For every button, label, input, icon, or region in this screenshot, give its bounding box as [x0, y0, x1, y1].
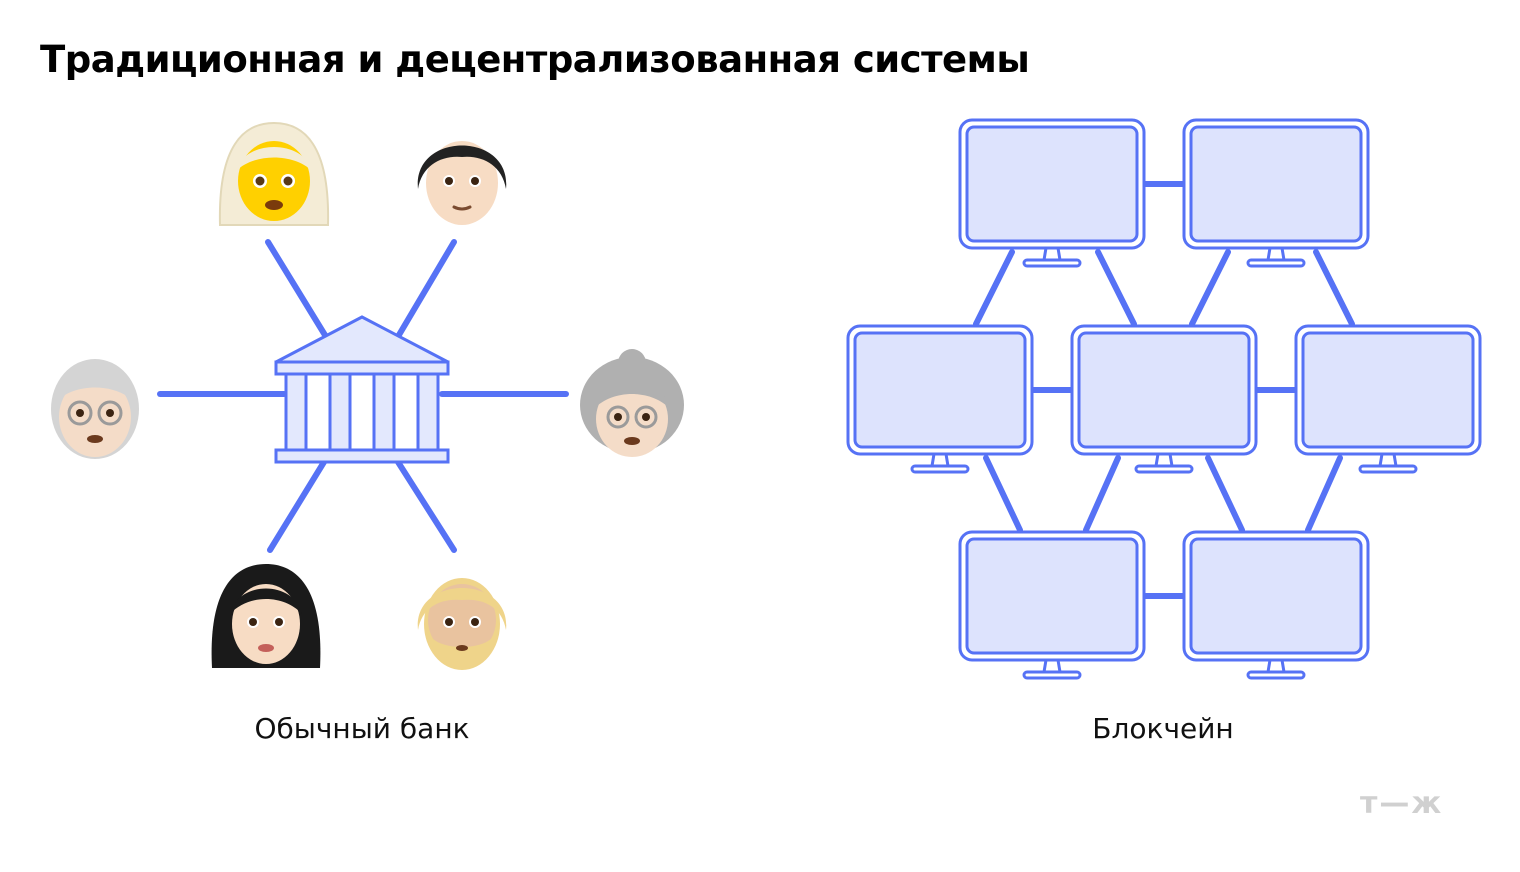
- bank-icon: [274, 315, 450, 464]
- woman-black-hair-icon: [211, 564, 321, 668]
- link-node-4-6: [1083, 455, 1121, 533]
- blockchain-caption: Блокчейн: [1092, 712, 1234, 745]
- monitor-icon: [846, 324, 1034, 474]
- bank-diagram: [51, 121, 684, 670]
- monitor-icon: [1070, 324, 1258, 474]
- link-node-4-7: [1205, 455, 1245, 533]
- monitor-icon: [1294, 324, 1482, 474]
- link-bank-person-1: [265, 239, 331, 343]
- page-title: Традиционная и децентрализованная систем…: [40, 38, 1030, 81]
- person-black-hair-icon: [417, 141, 507, 225]
- link-bank-person-2: [393, 239, 457, 343]
- link-node-3-6: [983, 455, 1023, 533]
- monitor-icon: [958, 530, 1146, 680]
- link-node-2-5: [1313, 249, 1355, 327]
- link-bank-person-5: [267, 459, 327, 553]
- monitor-icon: [1182, 530, 1370, 680]
- blockchain-links: [973, 181, 1355, 599]
- link-bank-person-6: [395, 459, 457, 553]
- bank-caption: Обычный банк: [254, 712, 470, 745]
- link-node-5-7: [1305, 455, 1343, 533]
- blockchain-diagram: [846, 118, 1482, 680]
- bearded-man-blond-icon: [417, 578, 507, 670]
- old-woman-icon: [580, 349, 684, 457]
- brand-logo: т—ж: [1360, 786, 1444, 821]
- old-man-icon: [51, 359, 139, 459]
- link-node-1-3: [973, 249, 1015, 327]
- monitor-icon: [958, 118, 1146, 268]
- woman-white-hair-icon: [218, 121, 330, 226]
- link-node-2-4: [1189, 249, 1231, 327]
- link-node-1-4: [1095, 249, 1137, 327]
- monitor-icon: [1182, 118, 1370, 268]
- bank-links: [157, 239, 569, 553]
